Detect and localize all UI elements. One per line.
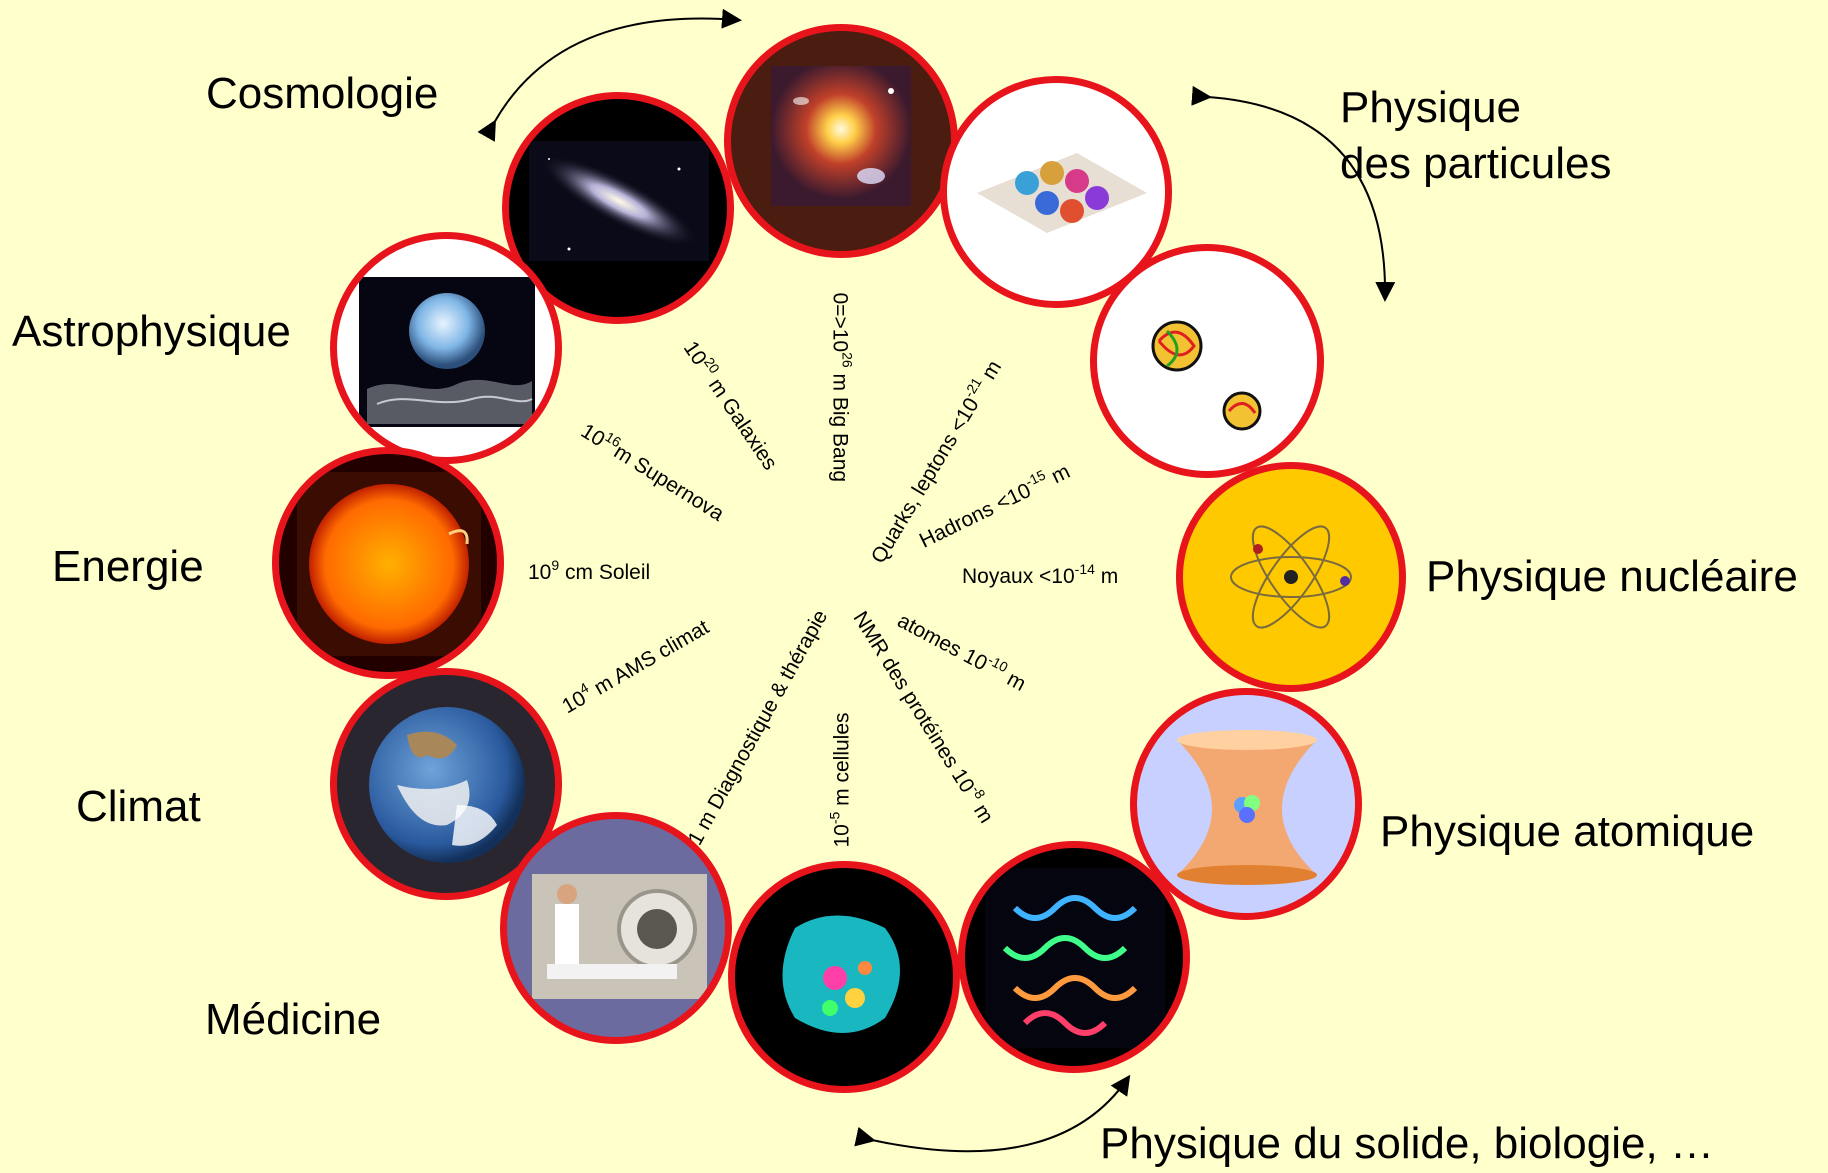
scale-noyaux: Noyaux <10-14 m [962,562,1118,587]
supernova-image [330,232,562,464]
label-nucleaire: Physique nucléaire [1426,555,1798,599]
label-cosmologie: Cosmologie [206,72,438,116]
scale-bigbang: 0=>1026 m Big Bang [830,293,855,483]
quarks-image [940,76,1172,308]
sun-image [272,447,504,679]
label-astrophysique: Astrophysique [12,310,291,354]
nucleus-atom-image [1176,462,1406,692]
big-bang-image [724,24,958,258]
scale-cellules: 10-5 m cellules [828,712,853,847]
arrow-solide [872,1078,1128,1151]
label-climat: Climat [76,785,201,829]
scale-soleil: 109 cm Soleil [528,558,650,583]
label-particules-1: Physique [1340,86,1521,130]
cell-image [728,861,960,1093]
label-solide: Physique du solide, biologie, … [1100,1122,1714,1166]
medical-scanner-image [500,812,732,1044]
label-particules-2: des particules [1340,142,1611,186]
label-energie: Energie [52,545,204,589]
label-medicine: Médicine [205,998,381,1042]
label-atomique: Physique atomique [1380,810,1754,854]
atom-trap-image [1130,688,1362,920]
